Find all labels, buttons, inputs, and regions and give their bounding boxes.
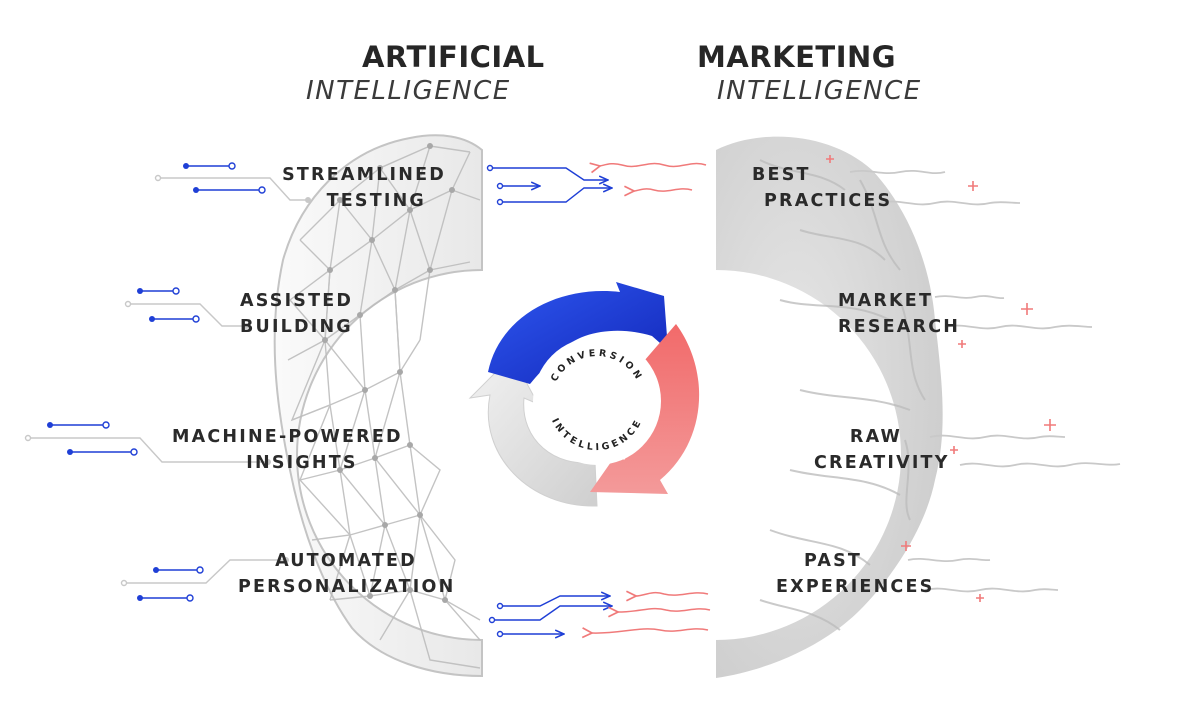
ai-item-line1: AUTOMATED xyxy=(275,551,417,571)
mi-item-line1: BEST xyxy=(752,165,811,185)
ai-item-machine-powered-insights: MACHINE-POWERED INSIGHTS xyxy=(172,424,403,476)
conversion-cycle: CONVERSION INTELLIGENCE xyxy=(468,282,700,507)
mi-flow-arrows xyxy=(592,164,711,634)
mi-item-line2: RESEARCH xyxy=(838,317,961,337)
mi-item-best-practices: BEST PRACTICES xyxy=(752,162,892,214)
mi-item-raw-creativity: RAW CREATIVITY xyxy=(814,424,950,476)
ai-flow-arrows xyxy=(486,164,613,637)
mi-item-line1: RAW xyxy=(849,427,903,447)
ai-item-automated-personalization: AUTOMATED PERSONALIZATION xyxy=(238,548,456,600)
mi-item-line2: PRACTICES xyxy=(764,191,893,211)
ai-item-line1: STREAMLINED xyxy=(282,165,446,185)
ai-item-line2: INSIGHTS xyxy=(246,453,358,473)
ai-item-line2: PERSONALIZATION xyxy=(238,577,456,597)
mi-item-line2: CREATIVITY xyxy=(814,453,950,473)
mi-item-past-experiences: PAST EXPERIENCES xyxy=(776,548,935,600)
ai-item-line2: BUILDING xyxy=(240,317,353,337)
mi-heading: MARKETING xyxy=(697,40,897,74)
mi-brain xyxy=(716,136,943,679)
mi-squiggles xyxy=(849,169,1121,593)
ai-brain-mesh xyxy=(273,134,483,678)
ai-item-streamlined-testing: STREAMLINED TESTING xyxy=(282,162,446,214)
mi-item-line1: MARKET xyxy=(838,291,934,311)
ai-item-line1: MACHINE-POWERED xyxy=(172,427,403,447)
mi-subheading: INTELLIGENCE xyxy=(717,76,922,106)
mi-item-market-research: MARKET RESEARCH xyxy=(838,288,960,340)
ai-item-assisted-building: ASSISTED BUILDING xyxy=(240,288,354,340)
ai-circuit-lines xyxy=(24,162,311,602)
mi-item-line2: EXPERIENCES xyxy=(776,577,935,597)
ai-item-line2: TESTING xyxy=(326,191,426,211)
ai-item-line1: ASSISTED xyxy=(240,291,354,311)
mi-item-line1: PAST xyxy=(803,551,863,571)
plus-marks xyxy=(826,155,1056,602)
ai-subheading: INTELLIGENCE xyxy=(306,76,511,106)
ai-heading: ARTIFICIAL xyxy=(362,40,545,74)
